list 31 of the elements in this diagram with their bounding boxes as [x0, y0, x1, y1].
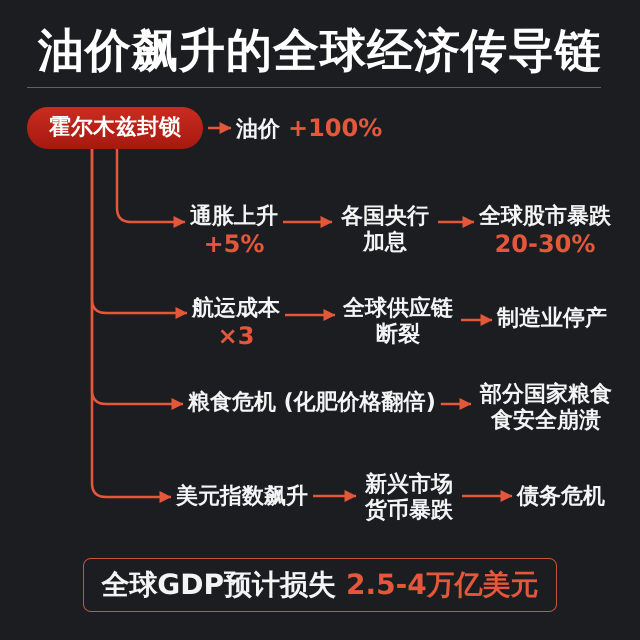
value-label: +5%: [202, 230, 266, 258]
value-label: ×3: [216, 322, 256, 350]
step-label: 各国央行加息: [337, 204, 433, 256]
arrow: [283, 216, 332, 228]
arrow: [285, 309, 336, 321]
step-label: 美元指数飙升: [176, 484, 308, 510]
step-label: 油价: [236, 116, 280, 144]
title: 油价飙升的全球经济传导链: [38, 22, 602, 79]
arrow: [438, 216, 474, 228]
step-label: 全球股市暴跌: [479, 204, 611, 230]
step-label: 制造业停产: [497, 306, 607, 332]
arrow: [462, 490, 512, 502]
start-pill: 霍尔木兹封锁: [27, 107, 203, 149]
amount-text: 2.5-4万亿美元: [346, 568, 539, 602]
value-label: 20-30%: [494, 230, 596, 258]
step-label: 航运成本: [192, 296, 280, 322]
summary-text: 全球GDP预计损失: [101, 568, 336, 602]
step-label: 通胀上升: [190, 204, 278, 230]
arrow: [90, 149, 172, 503]
step-label: 全球供应链断裂: [340, 296, 456, 348]
step-label: 粮食危机 (化肥价格翻倍): [188, 390, 436, 416]
step-label: 部分国家粮食食安全崩溃: [476, 382, 616, 434]
step-label: 新兴市场货币暴跌: [361, 472, 457, 524]
step-label: 债务危机: [517, 484, 605, 510]
arrow: [461, 314, 492, 326]
arrow: [440, 398, 472, 410]
summary-box: [83, 558, 557, 612]
value-label: +100%: [288, 114, 382, 142]
arrow: [116, 149, 186, 228]
arrow: [313, 490, 356, 502]
arrow: [208, 122, 232, 134]
